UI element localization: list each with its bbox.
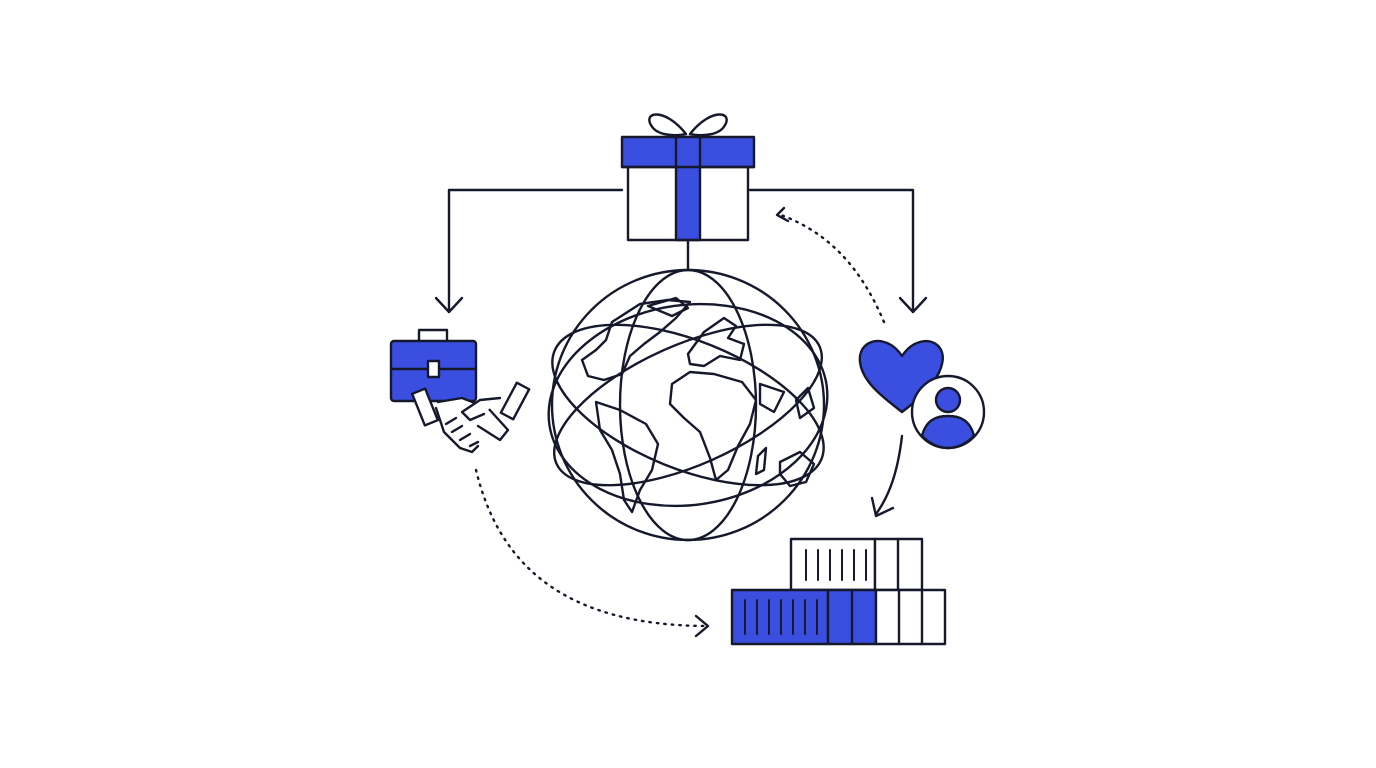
continent-south-america [594, 400, 660, 514]
connector-gift-to-business [434, 188, 624, 314]
connector-gift-to-care [748, 188, 928, 314]
gift-box-icon [620, 113, 756, 242]
continent-north-america [580, 298, 692, 382]
briefcase-icon [389, 328, 478, 403]
globe-icon [547, 268, 829, 542]
continent-europe [686, 316, 746, 368]
container-ribs-top [805, 549, 867, 581]
connector-care-to-shipping [870, 434, 904, 518]
handshake-icon [410, 381, 531, 454]
continent-madagascar [754, 446, 768, 476]
connector-care-to-gift-dotted [775, 206, 886, 324]
continent-australia [778, 450, 816, 488]
connector-partnership-to-shipping-dotted [474, 468, 710, 638]
person-avatar-icon [910, 374, 986, 450]
continent-asia-peninsula [794, 386, 816, 420]
shipping-containers-icon [730, 537, 947, 646]
continent-greenland [646, 296, 690, 318]
continent-arabia [758, 382, 786, 414]
container-ribs-bottom [744, 599, 818, 635]
continent-africa [668, 370, 758, 482]
